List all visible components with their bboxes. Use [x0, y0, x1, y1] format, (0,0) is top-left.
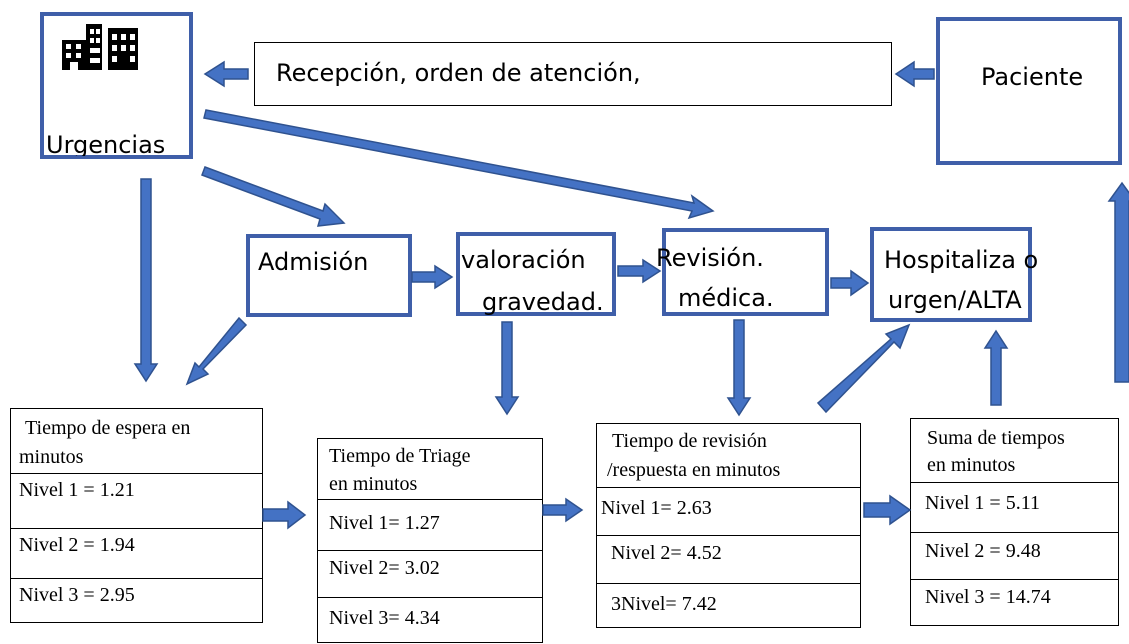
arrow-revision-down	[726, 319, 752, 417]
arrow-urgencias-to-admision	[201, 166, 346, 227]
revision-title-2: /respuesta en minutos	[607, 459, 781, 481]
hospitaliza-box	[870, 227, 1032, 322]
paciente-box	[936, 17, 1122, 165]
espera-row-3: Nivel 3 = 2.95	[11, 578, 262, 623]
espera-table: Tiempo de espera en minutos Nivel 1 = 1.…	[10, 408, 263, 623]
arrow-recepcion-to-urgencias	[203, 60, 249, 88]
suma-title-2: en minutos	[927, 454, 1016, 476]
revision-row-3: 3Nivel= 7.42	[597, 583, 860, 628]
paciente-label: Paciente	[981, 63, 1084, 91]
valoracion-line2: gravedad.	[482, 288, 604, 316]
revision-title-1: Tiempo de revisión	[612, 430, 767, 452]
arrow-triage-to-revision	[542, 497, 584, 523]
arrow-valoracion-down	[494, 321, 520, 416]
arrow-paciente-to-recepcion	[894, 60, 935, 88]
espera-row-1: Nivel 1 = 1.21	[11, 473, 262, 528]
recepcion-box	[254, 42, 892, 106]
espera-title-2: minutos	[19, 446, 84, 468]
triage-title-1: Tiempo de Triage	[329, 445, 471, 467]
arrow-admision-to-espera	[185, 316, 248, 386]
urgencias-box	[40, 12, 193, 159]
valoracion-box	[456, 232, 616, 316]
arrow-valoracion-to-revision	[617, 258, 662, 284]
espera-title-1: Tiempo de espera en	[25, 417, 191, 439]
suma-table: Suma de tiempos en minutos Nivel 1 = 5.1…	[910, 418, 1119, 626]
valoracion-line1: valoración	[461, 246, 586, 274]
revision-box	[662, 228, 829, 316]
arrow-espera-to-triage	[262, 500, 307, 530]
triage-row-1: Nivel 1= 1.27	[318, 499, 542, 550]
arrow-urgencias-down	[133, 178, 159, 383]
arrow-revision-to-suma	[863, 494, 912, 526]
arrow-admision-to-valoracion	[411, 264, 454, 290]
suma-row-1: Nivel 1 = 5.11	[911, 482, 1118, 532]
building-icon	[62, 24, 138, 70]
espera-row-2: Nivel 2 = 1.94	[11, 528, 262, 578]
revision-row-1: Nivel 1= 2.63	[597, 487, 860, 535]
hospitaliza-line2: urgen/ALTA	[888, 286, 1022, 314]
triage-row-2: Nivel 2= 3.02	[318, 550, 542, 597]
hospitaliza-line1: Hospitaliza o	[884, 246, 1039, 274]
revision-table: Tiempo de revisión /respuesta en minutos…	[596, 423, 861, 628]
arrow-right-up-to-paciente	[1107, 181, 1129, 383]
admision-box	[246, 234, 412, 317]
triage-title-2: en minutos	[329, 473, 418, 495]
revision-line1: Revisión.	[656, 244, 764, 272]
suma-row-2: Nivel 2 = 9.48	[911, 532, 1118, 579]
suma-row-3: Nivel 3 = 14.74	[911, 579, 1118, 626]
urgencias-label: Urgencias	[46, 131, 166, 156]
revision-line2: médica.	[678, 284, 774, 312]
admision-label: Admisión	[258, 248, 369, 276]
revision-row-2: Nivel 2= 4.52	[597, 535, 860, 583]
recepcion-label: Recepción, orden de atención,	[276, 59, 641, 87]
arrow-urgencias-to-revision	[203, 109, 715, 220]
suma-title-1: Suma de tiempos	[927, 427, 1065, 449]
arrow-suma-to-hospitaliza	[983, 329, 1009, 406]
arrow-revision-to-hospitaliza	[830, 269, 870, 297]
triage-table: Tiempo de Triage en minutos Nivel 1= 1.2…	[317, 438, 543, 643]
triage-row-3: Nivel 3= 4.34	[318, 597, 542, 643]
arrow-revision-table-to-hospitaliza	[816, 323, 911, 414]
